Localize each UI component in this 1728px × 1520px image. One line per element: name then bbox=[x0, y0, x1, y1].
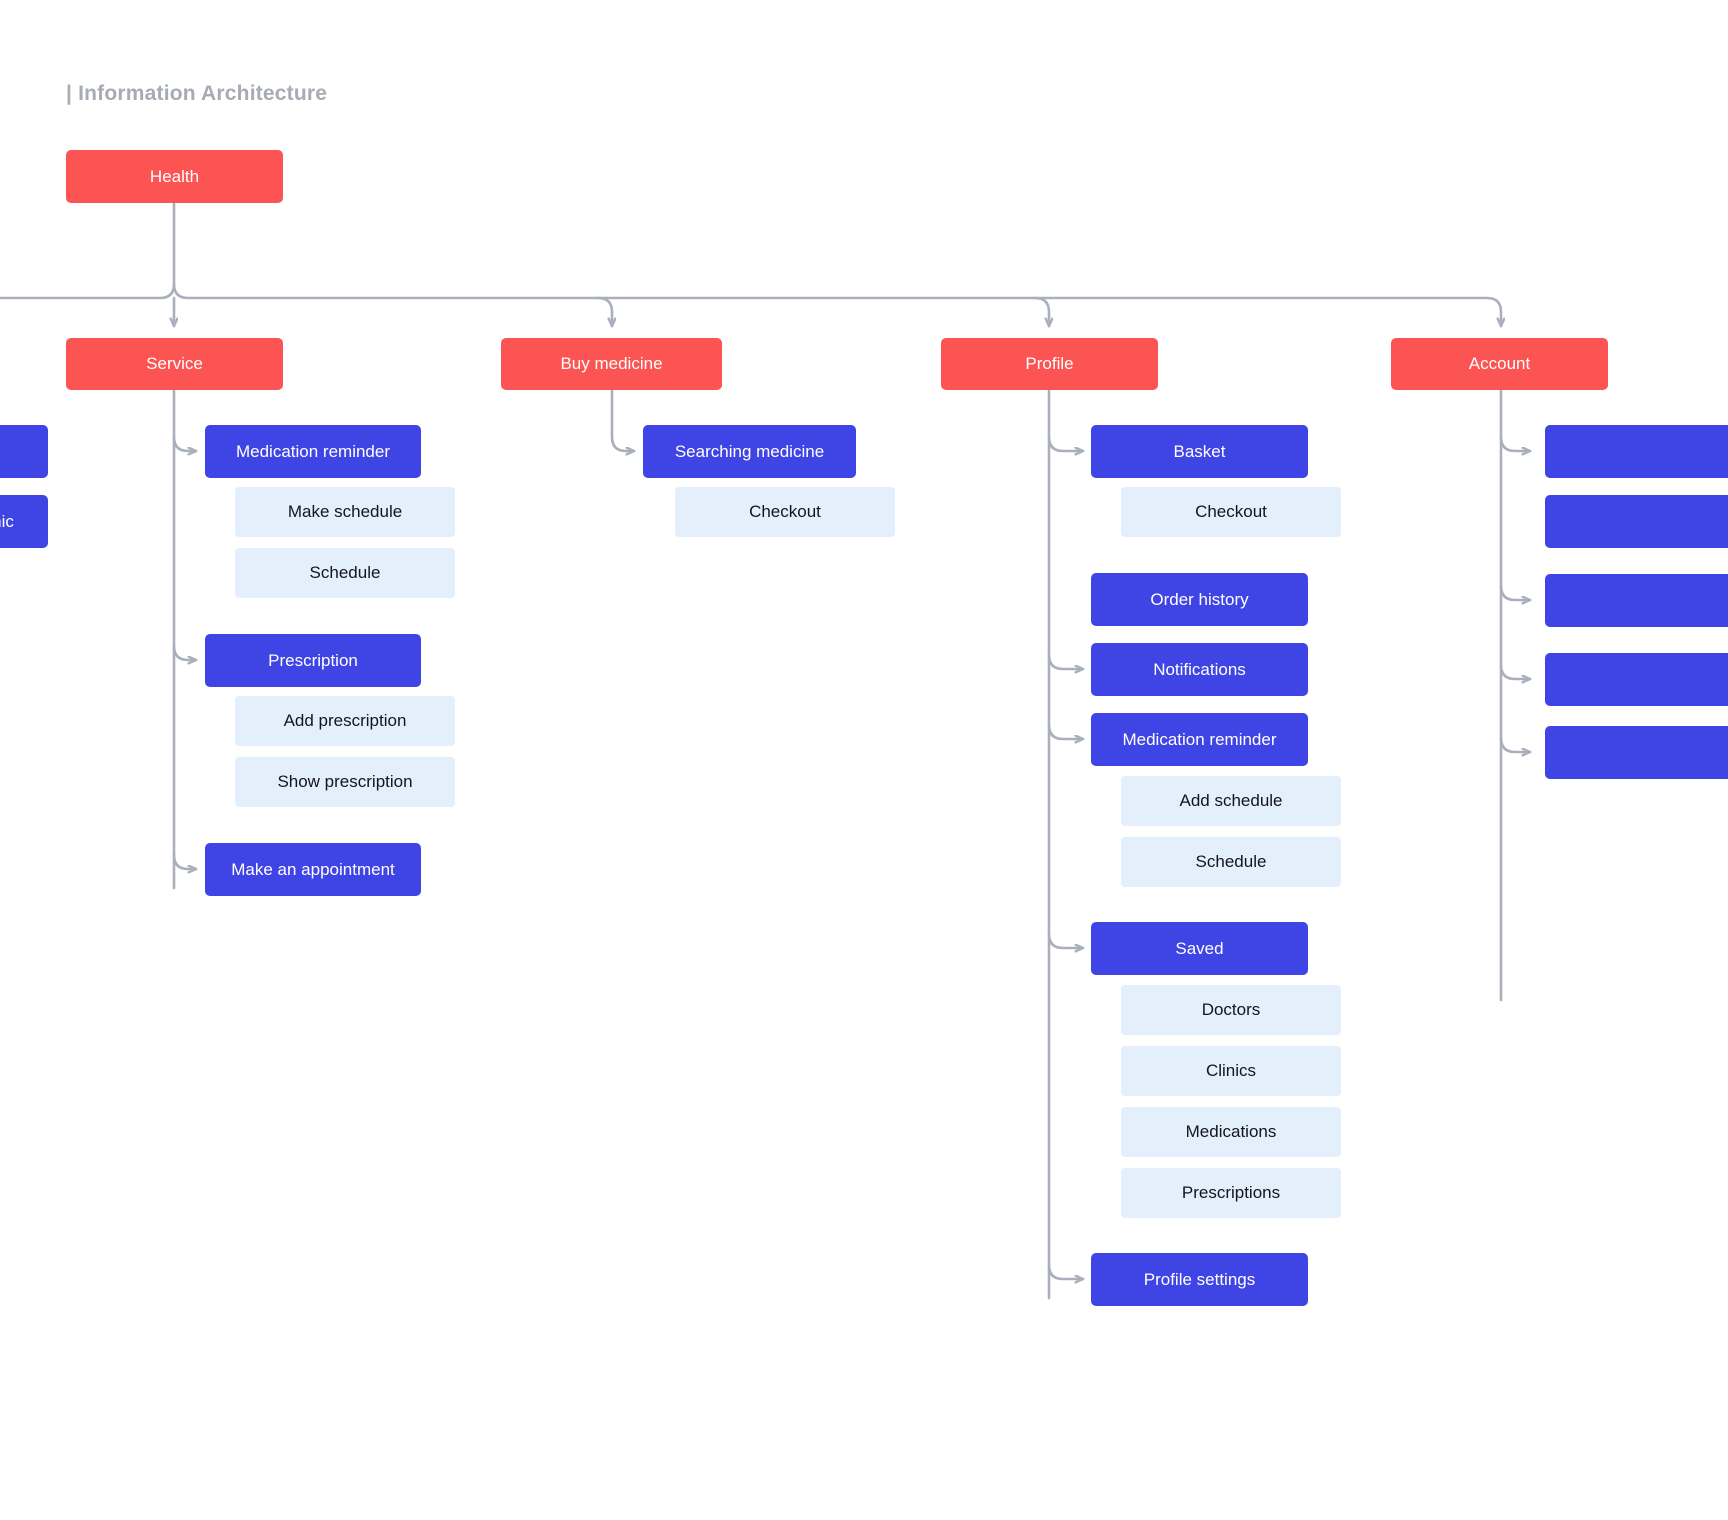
node-profile-notifications[interactable]: Notifications bbox=[1091, 643, 1308, 696]
node-service-prescription[interactable]: Prescription bbox=[205, 634, 421, 687]
node-clipped-left-2[interactable]: nic bbox=[0, 495, 48, 548]
node-service-make-an-appointment[interactable]: Make an appointment bbox=[205, 843, 421, 896]
node-service-make-schedule[interactable]: Make schedule bbox=[235, 487, 455, 537]
node-profile-medications[interactable]: Medications bbox=[1121, 1107, 1341, 1157]
node-account-child-4[interactable] bbox=[1545, 653, 1728, 706]
node-profile-checkout[interactable]: Checkout bbox=[1121, 487, 1341, 537]
page-title: | Information Architecture bbox=[66, 82, 328, 105]
node-profile-saved[interactable]: Saved bbox=[1091, 922, 1308, 975]
node-service[interactable]: Service bbox=[66, 338, 283, 390]
node-profile-basket[interactable]: Basket bbox=[1091, 425, 1308, 478]
node-searching-medicine[interactable]: Searching medicine bbox=[643, 425, 856, 478]
node-service-show-prescription[interactable]: Show prescription bbox=[235, 757, 455, 807]
node-account-child-1[interactable] bbox=[1545, 425, 1728, 478]
node-clipped-left-1[interactable] bbox=[0, 425, 48, 478]
node-service-medication-reminder[interactable]: Medication reminder bbox=[205, 425, 421, 478]
node-profile[interactable]: Profile bbox=[941, 338, 1158, 390]
node-profile-order-history[interactable]: Order history bbox=[1091, 573, 1308, 626]
node-account-child-5[interactable] bbox=[1545, 726, 1728, 779]
node-profile-add-schedule[interactable]: Add schedule bbox=[1121, 776, 1341, 826]
node-account-child-2[interactable] bbox=[1545, 495, 1728, 548]
node-account-child-3[interactable] bbox=[1545, 574, 1728, 627]
node-profile-schedule[interactable]: Schedule bbox=[1121, 837, 1341, 887]
node-buy-checkout[interactable]: Checkout bbox=[675, 487, 895, 537]
node-profile-doctors[interactable]: Doctors bbox=[1121, 985, 1341, 1035]
node-service-add-prescription[interactable]: Add prescription bbox=[235, 696, 455, 746]
node-service-schedule[interactable]: Schedule bbox=[235, 548, 455, 598]
node-profile-settings[interactable]: Profile settings bbox=[1091, 1253, 1308, 1306]
node-profile-medication-reminder[interactable]: Medication reminder bbox=[1091, 713, 1308, 766]
node-buy-medicine[interactable]: Buy medicine bbox=[501, 338, 722, 390]
node-profile-prescriptions[interactable]: Prescriptions bbox=[1121, 1168, 1341, 1218]
node-profile-clinics[interactable]: Clinics bbox=[1121, 1046, 1341, 1096]
node-health[interactable]: Health bbox=[66, 150, 283, 203]
node-account[interactable]: Account bbox=[1391, 338, 1608, 390]
